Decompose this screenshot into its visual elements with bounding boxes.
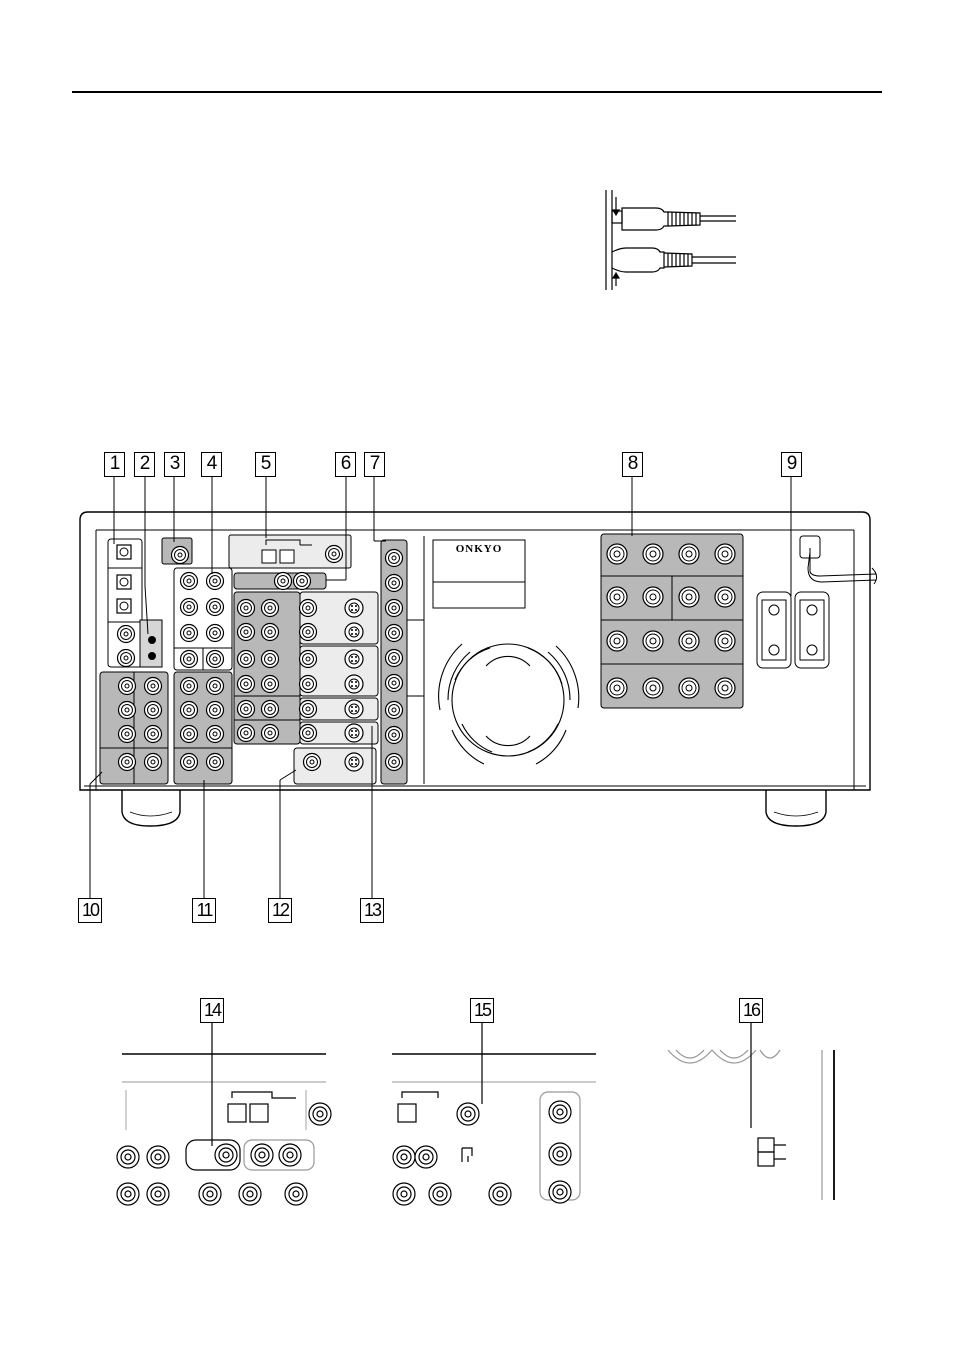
callout-14: 14: [200, 998, 224, 1023]
callout-2: 2: [134, 452, 155, 477]
callout-7: 7: [364, 452, 385, 477]
callout-3: 3: [164, 452, 185, 477]
callout-12: 12: [268, 898, 292, 923]
callout-9: 9: [781, 452, 802, 477]
callout-1: 1: [104, 452, 125, 477]
callout-4: 4: [201, 452, 222, 477]
callout-16: 16: [739, 998, 763, 1023]
callout-5: 5: [255, 452, 276, 477]
callout-6: 6: [335, 452, 356, 477]
callout-11: 11: [192, 898, 216, 923]
callout-13: 13: [360, 898, 384, 923]
callout-8: 8: [622, 452, 643, 477]
callout-10: 10: [78, 898, 102, 923]
callout-15: 15: [470, 998, 494, 1023]
